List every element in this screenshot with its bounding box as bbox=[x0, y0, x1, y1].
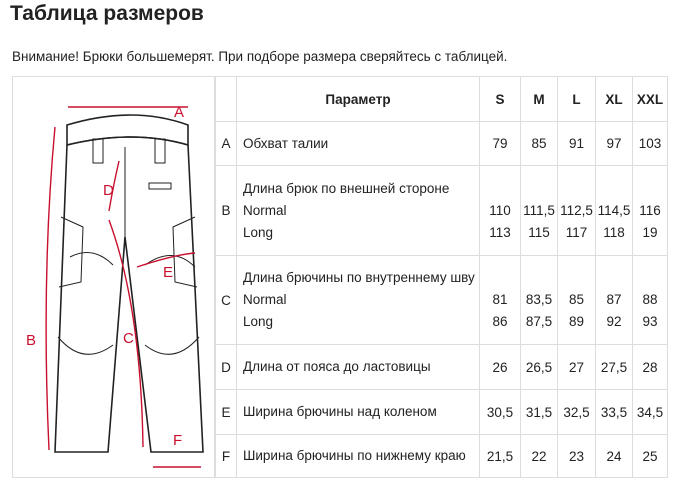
size-value: 114,5 bbox=[597, 202, 631, 218]
size-value: 110 bbox=[489, 202, 511, 218]
size-header: XXL bbox=[632, 76, 668, 122]
size-value: 25 bbox=[632, 434, 668, 478]
size-value: 86 bbox=[492, 314, 508, 329]
size-value: 81 bbox=[492, 292, 508, 307]
param-name: Ширина брючины по нижнему краю bbox=[236, 434, 480, 478]
table-header: Параметр S M L XL XXL bbox=[215, 76, 668, 122]
param-variant: Normal bbox=[243, 202, 287, 218]
param-name: Длина от пояса до ластовицы bbox=[236, 344, 480, 390]
size-header: XL bbox=[595, 76, 633, 122]
size-value: 27 bbox=[557, 344, 596, 390]
size-value: 22 bbox=[520, 434, 558, 478]
param-header: Параметр bbox=[236, 76, 480, 122]
size-value: 21,5 bbox=[479, 434, 521, 478]
size-value: 24 bbox=[595, 434, 633, 478]
size-value: 28 bbox=[632, 344, 668, 390]
size-value: 92 bbox=[606, 314, 622, 329]
label-b: B bbox=[26, 332, 36, 349]
label-e: E bbox=[163, 264, 173, 281]
size-value: 27,5 bbox=[595, 344, 633, 390]
param-name: Ширина брючины над коленом bbox=[236, 389, 480, 435]
row-letter: F bbox=[215, 434, 237, 478]
size-value: 87 bbox=[606, 292, 622, 307]
size-value: 30,5 bbox=[479, 389, 521, 435]
size-value: 116 bbox=[639, 202, 661, 218]
size-value: 32,5 bbox=[557, 389, 596, 435]
size-header: S bbox=[479, 76, 521, 122]
size-value: 118 bbox=[603, 224, 625, 240]
size-value: 111,5 bbox=[523, 202, 555, 218]
pants-diagram: A B C D E F bbox=[12, 76, 215, 478]
size-value: 89 bbox=[568, 314, 585, 329]
size-value: 34,5 bbox=[632, 389, 668, 435]
param-name: Обхват талии bbox=[236, 121, 480, 166]
size-value: 31,5 bbox=[520, 389, 558, 435]
param-variant: Long bbox=[243, 224, 274, 240]
param-name: Длина брючины по внутреннему шву bbox=[243, 270, 475, 285]
size-value: 88 bbox=[642, 292, 658, 307]
warning-note: Внимание! Брюки большемерят. При подборе… bbox=[12, 49, 508, 64]
param-variant: Long bbox=[243, 314, 274, 329]
size-value: 93 bbox=[642, 314, 658, 329]
param-name: Длина брюк по внешней стороне bbox=[243, 180, 450, 196]
row-letter: B bbox=[215, 165, 237, 256]
label-f: F bbox=[173, 432, 182, 449]
size-value: 115 bbox=[528, 224, 550, 240]
size-value: 26,5 bbox=[520, 344, 558, 390]
size-value: 85 bbox=[568, 292, 585, 307]
size-value: 79 bbox=[479, 121, 521, 166]
size-value: 85 bbox=[520, 121, 558, 166]
size-value: 117 bbox=[565, 224, 588, 240]
label-a: A bbox=[174, 104, 184, 121]
size-value: 83,5 bbox=[525, 292, 553, 307]
row-letter: C bbox=[215, 255, 237, 345]
size-value: 23 bbox=[557, 434, 596, 478]
label-c: C bbox=[123, 330, 134, 347]
label-d: D bbox=[103, 182, 114, 199]
size-value: 87,5 bbox=[525, 314, 553, 329]
row-letter: E bbox=[215, 389, 237, 435]
row-letter: D bbox=[215, 344, 237, 390]
size-value: 26 bbox=[479, 344, 521, 390]
size-value: 33,5 bbox=[595, 389, 633, 435]
size-value: 19 bbox=[642, 224, 658, 240]
size-value: 91 bbox=[557, 121, 596, 166]
size-value: 97 bbox=[595, 121, 633, 166]
row-letter: A bbox=[215, 121, 237, 166]
size-header: L bbox=[557, 76, 596, 122]
size-header: M bbox=[520, 76, 558, 122]
param-variant: Normal bbox=[243, 292, 287, 307]
size-value: 103 bbox=[632, 121, 668, 166]
size-value: 113 bbox=[489, 224, 511, 240]
size-value: 112,5 bbox=[560, 202, 593, 218]
page-title: Таблица размеров bbox=[10, 2, 204, 25]
